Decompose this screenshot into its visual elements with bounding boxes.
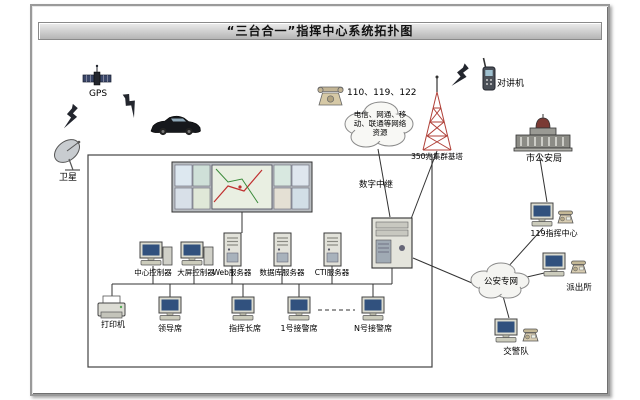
center-controller-tower-icon: [162, 246, 173, 266]
psb-building-icon: [513, 114, 573, 152]
tower-label: 350兆集群基塔: [411, 152, 463, 161]
fire-center-pc-icon: [530, 202, 554, 227]
police-net-label: 公安专网: [483, 277, 518, 287]
police-net-cloud-shape: [470, 262, 530, 299]
seat-n-pc-icon: [361, 296, 385, 321]
telecom-cloud-shape: [344, 101, 414, 148]
gps-satellite-icon: [82, 64, 112, 86]
hotlines-label: 110、119、122: [347, 88, 417, 98]
seat-1-label: 1号接警席: [280, 324, 318, 333]
display-wall: [171, 161, 313, 213]
screen-controller-icon: [180, 241, 204, 266]
screen-controller-tower-icon: [203, 246, 214, 266]
radio-tower-icon: [422, 75, 452, 151]
center-controller-label: 中心控制器: [134, 268, 172, 277]
lightning-bolt-icon: [120, 90, 142, 119]
leader-seat-pc-icon: [158, 296, 182, 321]
seat-1-pc-icon: [287, 296, 311, 321]
police-station-label: 派出所: [566, 283, 592, 293]
telephone-icon: [317, 86, 344, 106]
telecom-cloud-label: 电信、网通、移动、联通等网络资源: [353, 110, 407, 137]
police-station-pc-icon: [542, 252, 566, 277]
connection-lines: [111, 148, 554, 319]
satellite-dish-icon: [54, 139, 81, 171]
cti-server-label: CTI服务器: [314, 268, 350, 277]
fire-center-label: 119指挥中心: [530, 229, 578, 238]
walkie-talkie-icon: [482, 57, 496, 91]
fire-center-phone-icon: [557, 210, 574, 224]
digital-trunk-label: 数字中继: [358, 180, 393, 190]
printer-label: 打印机: [101, 320, 125, 329]
traffic-police-label: 交警队: [503, 347, 529, 357]
printer-icon: [97, 295, 126, 319]
seat-n-label: N号接警席: [354, 324, 392, 333]
digital-trunk-server-icon: [371, 217, 413, 269]
lightning-bolt-icon: [450, 62, 472, 91]
diagram-title: “三台合一”指挥中心系统拓扑图: [38, 22, 602, 40]
police-station-phone-icon: [570, 260, 587, 274]
car-icon: [150, 115, 201, 136]
db-server-icon: [273, 232, 292, 267]
center-controller-icon: [139, 241, 163, 266]
db-server-label: 数据库服务器: [259, 268, 305, 277]
gps-label: GPS: [88, 89, 108, 99]
satellite-label: 卫星: [58, 173, 77, 183]
traffic-police-phone-icon: [522, 328, 539, 342]
leader-seat-label: 领导席: [158, 324, 182, 333]
lightning-bolt-icon: [62, 103, 81, 132]
web-server-icon: [223, 232, 242, 267]
screen-controller-label: 大屏控制器: [177, 268, 215, 277]
commander-seat-pc-icon: [231, 296, 255, 321]
cti-server-icon: [323, 232, 342, 267]
web-server-label: Web服务器: [212, 268, 252, 277]
walkie-talkie-label: 对讲机: [497, 79, 525, 89]
traffic-police-pc-icon: [494, 318, 518, 343]
commander-seat-label: 指挥长席: [229, 324, 261, 333]
city-psb-label: 市公安局: [525, 154, 562, 164]
